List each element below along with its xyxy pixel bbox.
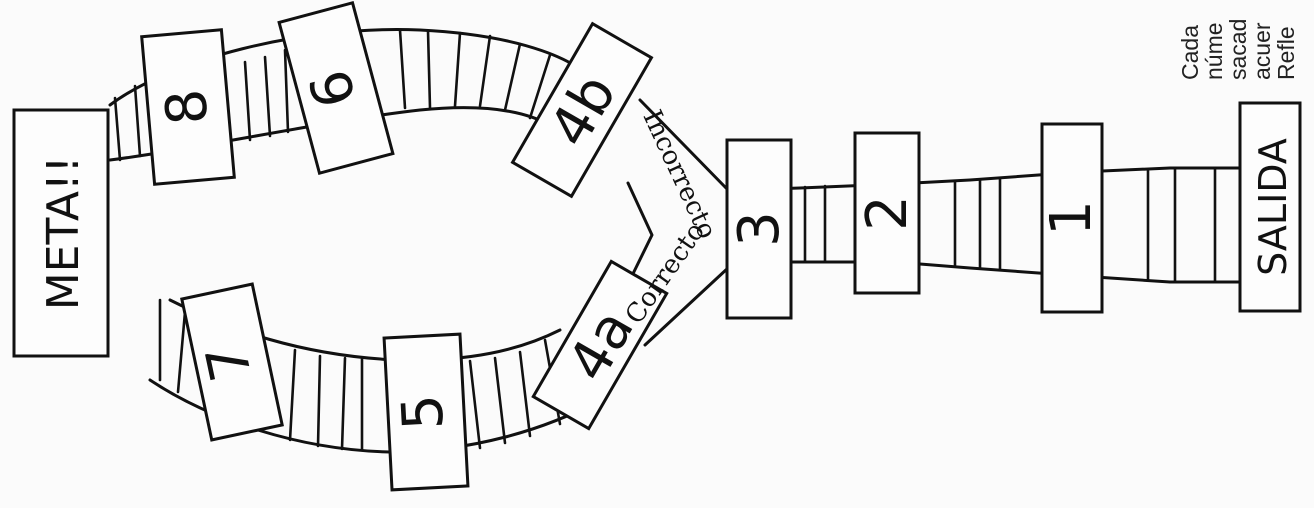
start-label: SALIDA: [1251, 138, 1295, 276]
side-note: Cada núme sacad acuer Refle: [1177, 19, 1299, 80]
goal-box: META!!: [14, 110, 108, 356]
square-2-label: 2: [855, 195, 920, 231]
note-line-1: Cada: [1177, 25, 1203, 80]
start-box: SALIDA: [1240, 103, 1300, 311]
square-1-label: 1: [1039, 200, 1104, 236]
main-track: [740, 168, 1240, 282]
square-3-label: 3: [727, 211, 792, 247]
note-line-4: acuer: [1249, 22, 1275, 80]
goal-label: META!!: [38, 156, 89, 311]
square-1: 1: [1039, 124, 1104, 312]
square-5: 5: [384, 334, 468, 490]
note-line-5: Refle: [1273, 26, 1299, 80]
note-line-2: núme: [1201, 22, 1227, 80]
square-3: 3: [727, 140, 792, 318]
square-8: 8: [142, 30, 235, 184]
branch-incorrect-label: Incorrecto: [636, 106, 722, 244]
note-line-3: sacad: [1225, 19, 1251, 80]
square-2: 2: [855, 133, 920, 293]
square-7: 7: [182, 284, 282, 440]
square-8-label: 8: [154, 86, 222, 127]
square-5-label: 5: [390, 393, 457, 432]
